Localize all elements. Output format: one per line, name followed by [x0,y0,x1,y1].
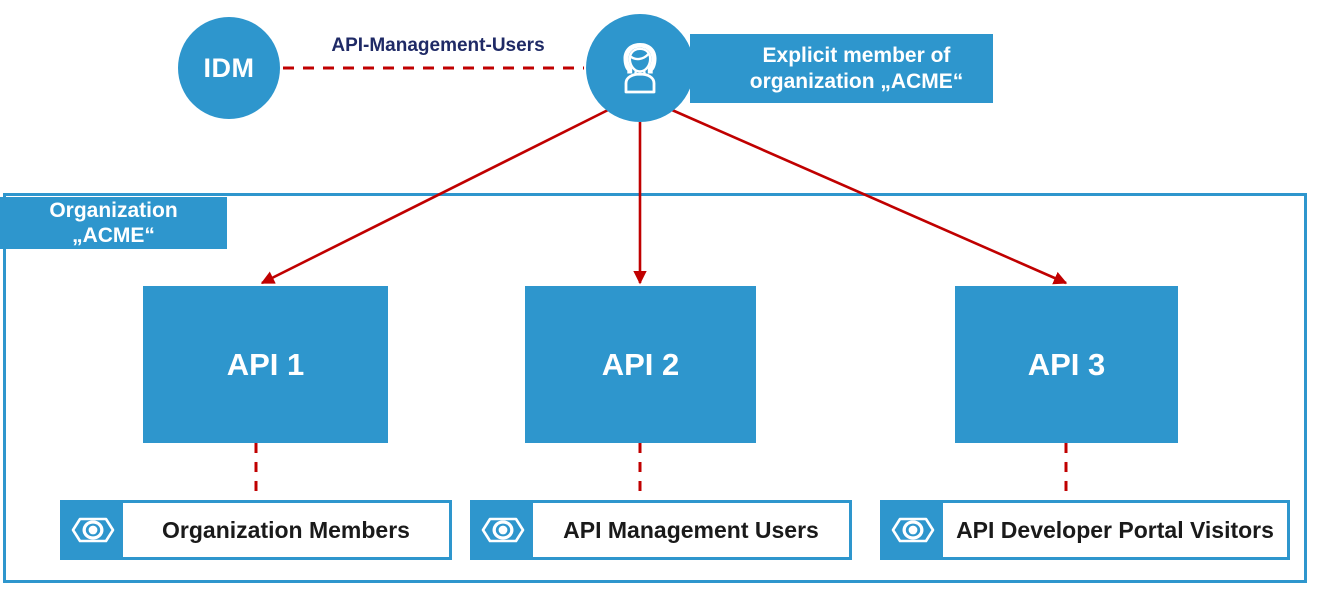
explicit-member-line1: Explicit member of [762,43,951,67]
api-box-1[interactable]: API 1 [143,286,388,443]
role-label-2: API Management Users [563,516,819,543]
female-user-icon [609,37,671,99]
idm-link-label: API-Management-Users [331,35,545,56]
role-label-1: Organization Members [162,516,410,543]
explicit-member-banner: Explicit member of organization „ACME“ [690,34,993,103]
person-node[interactable] [586,14,694,122]
api-box-3-label: API 3 [1027,346,1106,382]
api-box-3[interactable]: API 3 [955,286,1178,443]
api-box-2-label: API 2 [601,346,680,382]
eye-icon [63,503,123,557]
explicit-member-banner-text: Explicit member of organization „ACME“ [720,43,964,94]
role-chip-api-developer-portal-visitors[interactable]: API Developer Portal Visitors [880,500,1290,560]
organization-tab-line2: „ACME“ [72,224,155,247]
organization-group-box [3,193,1307,583]
role-chip-organization-members[interactable]: Organization Members [60,500,452,560]
idm-node[interactable]: IDM [178,17,280,119]
organization-tab-label: Organization „ACME“ [0,197,227,249]
role-label-3: API Developer Portal Visitors [956,516,1274,543]
api-box-2[interactable]: API 2 [525,286,756,443]
idm-label: IDM [203,52,255,83]
api-box-1-label: API 1 [226,346,305,382]
role-chip-api-management-users[interactable]: API Management Users [470,500,852,560]
explicit-member-line2: organization „ACME“ [749,69,964,93]
organization-tab-line1: Organization [49,198,178,222]
eye-icon [883,503,943,557]
eye-icon [473,503,533,557]
